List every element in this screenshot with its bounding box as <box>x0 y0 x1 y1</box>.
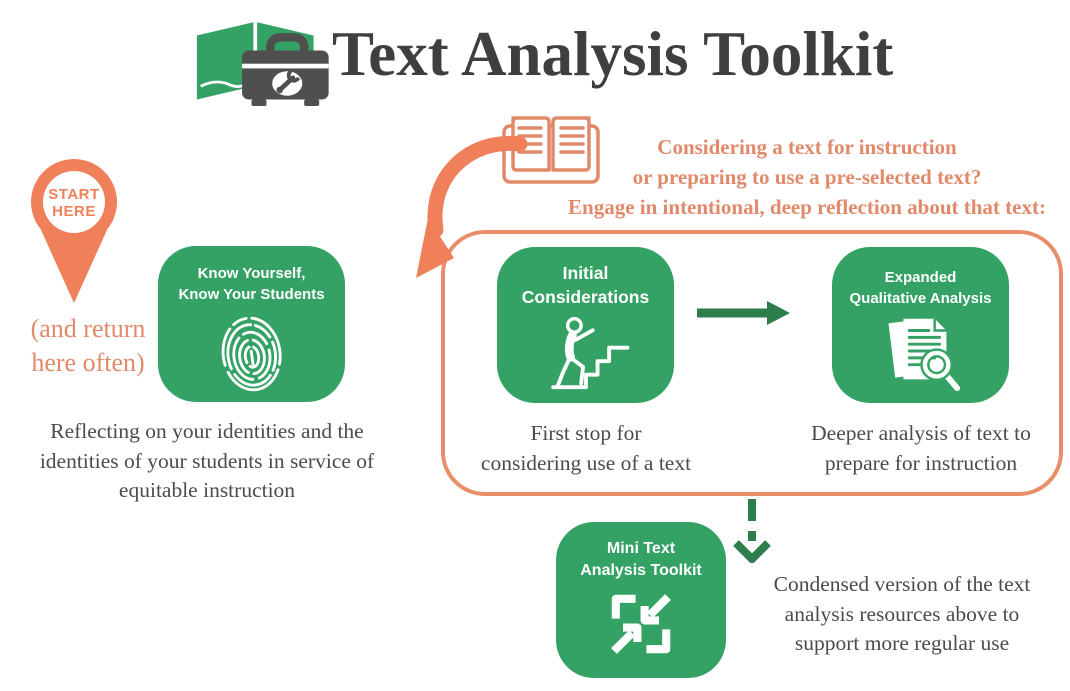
intro-line: or preparing to use a pre-selected text? <box>632 165 982 189</box>
document-magnifier-icon <box>888 318 963 393</box>
mini-caption-line: support more regular use <box>794 631 1010 655</box>
know-caption-line: equitable instruction <box>118 478 296 502</box>
mini-caption: Condensed version of the text analysis r… <box>733 570 1070 659</box>
expanded-caption-line: prepare for instruction <box>824 450 1018 475</box>
know-caption: Reflecting on your identities and the id… <box>3 417 411 506</box>
start-here-line: START <box>48 186 100 203</box>
book-toolbox-logo-icon <box>196 22 329 107</box>
tile-know-title: Know Yourself, Know Your Students <box>178 263 324 305</box>
expanded-caption-line: Deeper analysis of text to <box>811 421 1031 445</box>
tile-expanded-analysis: Expanded Qualitative Analysis <box>832 247 1009 403</box>
tile-expanded-title-line: Qualitative Analysis <box>849 290 992 307</box>
compress-arrows-icon <box>611 594 671 654</box>
know-caption-line: identities of your students in service o… <box>39 448 375 473</box>
intro-text: Considering a text for instruction or pr… <box>543 132 1070 222</box>
initial-caption-line: considering use of a text <box>480 450 692 475</box>
initial-caption: First stop for considering use of a text <box>451 419 721 478</box>
curved-arrow <box>416 135 528 278</box>
tile-know-yourself: Know Yourself, Know Your Students <box>158 246 345 402</box>
tile-mini-toolkit: Mini Text Analysis Toolkit <box>556 522 726 678</box>
intro-line: Engage in intentional, deep reflection a… <box>568 195 1046 219</box>
tile-initial-title: Initial Considerations <box>522 261 649 309</box>
tile-initial-title-line: Considerations <box>521 287 650 307</box>
tile-mini-title-line: Mini Text <box>606 540 676 557</box>
return-note-line: (and return <box>30 314 146 343</box>
mini-caption-line: analysis resources above to <box>784 601 1020 626</box>
reflection-frame <box>441 230 1063 496</box>
climbing-stairs-icon <box>551 317 630 390</box>
right-arrow <box>697 301 790 325</box>
tile-initial-title-line: Initial <box>562 263 609 283</box>
open-book-icon <box>502 116 600 184</box>
expanded-caption: Deeper analysis of text to prepare for i… <box>785 419 1057 478</box>
start-here-label: START HERE <box>30 186 118 220</box>
know-caption-line: Reflecting on your identities and the <box>50 419 364 443</box>
dashed-down-arrow <box>733 499 771 563</box>
return-note-line: here often) <box>31 348 145 377</box>
tile-initial-considerations: Initial Considerations <box>497 247 674 403</box>
tile-expanded-title-line: Expanded <box>884 269 957 286</box>
tile-mini-title-line: Analysis Toolkit <box>580 562 702 579</box>
tile-mini-title: Mini Text Analysis Toolkit <box>580 538 702 582</box>
return-note: (and return here often) <box>0 312 176 380</box>
fingerprint-icon <box>221 316 282 392</box>
page-title: Text Analysis Toolkit <box>332 19 894 89</box>
tile-know-title-line: Know Your Students <box>178 286 325 303</box>
initial-caption-line: First stop for <box>530 421 642 445</box>
intro-line: Considering a text for instruction <box>657 135 957 159</box>
mini-caption-line: Condensed version of the text <box>773 572 1031 596</box>
start-here-line: HERE <box>52 203 96 220</box>
tile-expanded-title: Expanded Qualitative Analysis <box>849 267 991 309</box>
tile-know-title-line: Know Yourself, <box>197 265 306 282</box>
start-here-pin-icon <box>31 159 117 303</box>
